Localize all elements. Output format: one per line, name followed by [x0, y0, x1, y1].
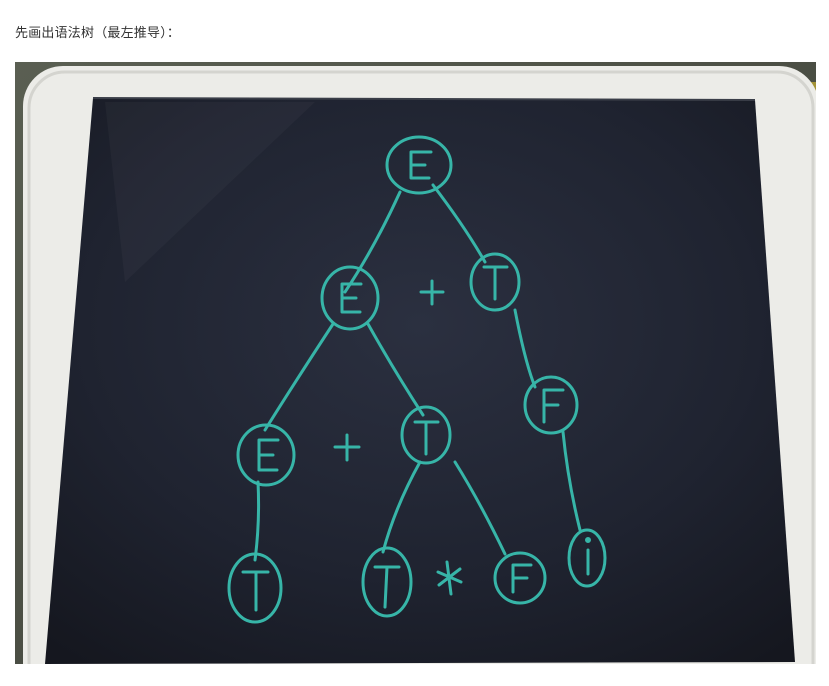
tree-node-F-right: [523, 375, 579, 435]
tree-node-E-root: [385, 135, 453, 195]
tree-node-T-bottom-left: [227, 552, 283, 624]
tree-node-i: [567, 528, 607, 588]
tree-node-E-lower: [236, 423, 296, 487]
tree-node-F-bottom: [493, 551, 547, 605]
tree-node-T-middle: [400, 405, 452, 465]
tree-node-T-bottom-middle: [361, 546, 413, 618]
syntax-tree-drawing: [227, 135, 607, 624]
tree-node-T-right: [469, 252, 521, 312]
syntax-tree-photo: [15, 62, 816, 664]
caption-text: 先画出语法树（最左推导）：: [15, 26, 181, 41]
tablet-screen: [45, 98, 795, 664]
tree-node-E-left: [320, 265, 380, 331]
